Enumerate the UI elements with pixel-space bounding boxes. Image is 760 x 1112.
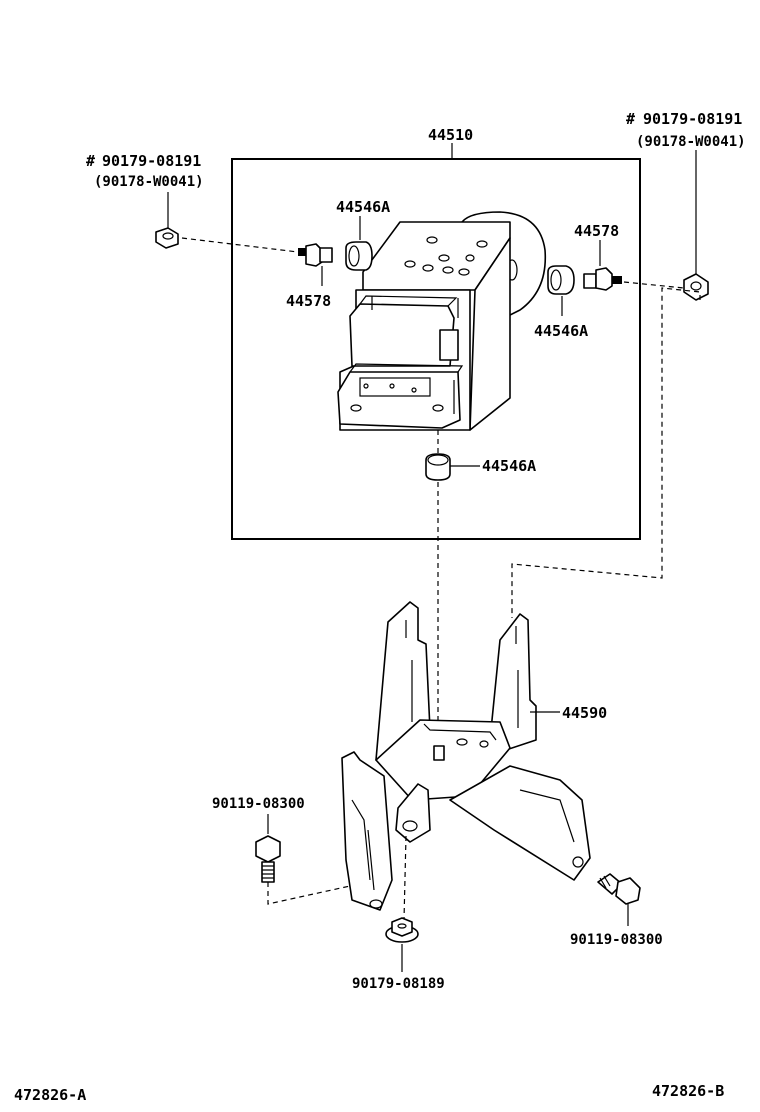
footer-right-code: 472826-B: [652, 1082, 724, 1100]
bottom-nut-label: 90179-08189: [352, 976, 445, 992]
bottom-cushion-label: 44546A: [482, 457, 536, 475]
footer-left-code: 472826-A: [14, 1086, 86, 1104]
left-bolt-callout: 90119-08300: [212, 796, 305, 834]
bottom-cushion-callout: 44546A: [450, 457, 536, 475]
left-flange-bolt[interactable]: [255, 835, 281, 883]
assembly-44510-label: 44510: [428, 126, 473, 144]
left-flange-nut[interactable]: [155, 227, 179, 249]
right-cushion-label: 44546A: [534, 322, 588, 340]
left-nut-callout: # 90179-08191 (90178-W0041): [86, 152, 204, 228]
bottom-flange-nut[interactable]: [385, 917, 419, 943]
right-cushion-44546a[interactable]: [547, 265, 575, 295]
bracket-callout: 44590: [530, 704, 607, 722]
left-collar-label: 44578: [286, 292, 331, 310]
right-flange-nut[interactable]: [683, 273, 709, 301]
right-bolt-callout: 90119-08300: [570, 904, 663, 948]
bracket-44590[interactable]: [341, 601, 591, 911]
right-nut-hash: #: [626, 110, 635, 128]
left-nut-alt-label: (90178-W0041): [94, 174, 204, 190]
right-bolt-label: 90119-08300: [570, 932, 663, 948]
right-nut-callout: # 90179-08191 (90178-W0041): [626, 110, 746, 274]
right-collar-callout: 44578: [574, 222, 619, 266]
bracket-label: 44590: [562, 704, 607, 722]
left-cushion-label: 44546A: [336, 198, 390, 216]
right-nut-part-label: 90179-08191: [643, 110, 742, 128]
abs-actuator[interactable]: [337, 211, 547, 431]
right-collar-label: 44578: [574, 222, 619, 240]
assembly-frame: [231, 158, 641, 540]
left-cushion-callout: 44546A: [336, 198, 390, 240]
left-collar-callout: 44578: [286, 266, 331, 310]
right-flange-bolt[interactable]: [597, 873, 641, 905]
bottom-nut-callout: 90179-08189: [352, 944, 445, 992]
bottom-cushion-44546a[interactable]: [425, 453, 451, 481]
assembly-44510-callout: 44510: [231, 126, 641, 540]
left-collar-44578[interactable]: [298, 243, 333, 267]
right-cushion-callout: 44546A: [534, 296, 588, 340]
left-cushion-44546a[interactable]: [345, 241, 373, 271]
right-collar-44578[interactable]: [583, 267, 622, 291]
left-nut-hash: #: [86, 152, 95, 170]
right-nut-alt-label: (90178-W0041): [636, 134, 746, 150]
left-bolt-label: 90119-08300: [212, 796, 305, 812]
left-nut-part-label: 90179-08191: [102, 152, 201, 170]
